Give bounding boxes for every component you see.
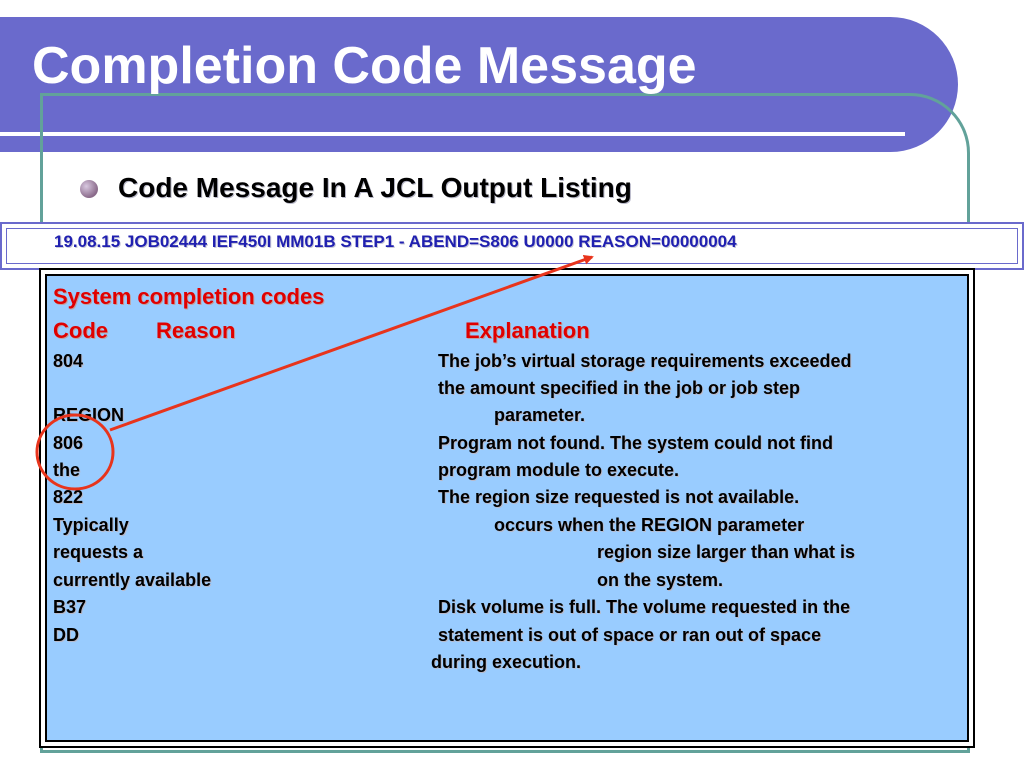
explanation-line: on the system. xyxy=(597,570,724,590)
explanation-line: region size larger than what is xyxy=(597,542,856,562)
annotation-arrow xyxy=(109,254,594,432)
explanation-line: The region size requested is not availab… xyxy=(438,487,800,507)
explanation-line: Disk volume is full. The volume requeste… xyxy=(438,597,851,617)
code-value: 804 xyxy=(53,351,84,371)
column-header-explanation: Explanation xyxy=(465,318,590,343)
explanation-line: statement is out of space or ran out of … xyxy=(438,625,822,645)
column-header-code: Code xyxy=(53,318,108,343)
highlight-circle xyxy=(35,413,115,491)
title-underline xyxy=(0,132,905,136)
explanation-line: Program not found. The system could not … xyxy=(438,433,833,453)
code-value: 806 xyxy=(53,433,84,453)
code-value: 822 xyxy=(53,487,84,507)
explanation-line: program module to execute. xyxy=(438,460,680,480)
message-box: 19.08.15 JOB02444 IEF450I MM01B STEP1 - … xyxy=(0,222,1024,270)
message-line: 19.08.15 JOB02444 IEF450I MM01B STEP1 - … xyxy=(54,232,737,251)
reason-line: Typically xyxy=(53,515,129,535)
bullet-text: Code Message In A JCL Output Listing xyxy=(118,172,632,203)
explanation-line: occurs when the REGION parameter xyxy=(494,515,805,535)
slide-title: Completion Code Message xyxy=(32,37,697,95)
reason-line: requests a xyxy=(53,542,144,562)
explanation-line: during execution. xyxy=(431,652,582,672)
message-box-inner xyxy=(6,228,1018,264)
explanation-line: The job’s virtual storage requirements e… xyxy=(438,351,852,371)
reason-line: DD xyxy=(53,625,79,645)
codes-box xyxy=(39,268,975,748)
reason-line: the xyxy=(53,460,80,480)
reason-line: REGION xyxy=(53,405,125,425)
code-value: B37 xyxy=(53,597,87,617)
codes-box-inner xyxy=(45,274,969,742)
column-header-reason: Reason xyxy=(156,318,236,343)
title-band xyxy=(0,17,958,152)
bullet-icon xyxy=(80,180,98,198)
codes-heading: System completion codes xyxy=(53,284,325,309)
reason-line: currently available xyxy=(53,570,212,590)
explanation-line: parameter. xyxy=(494,405,586,425)
explanation-line: the amount specified in the job or job s… xyxy=(438,378,801,398)
